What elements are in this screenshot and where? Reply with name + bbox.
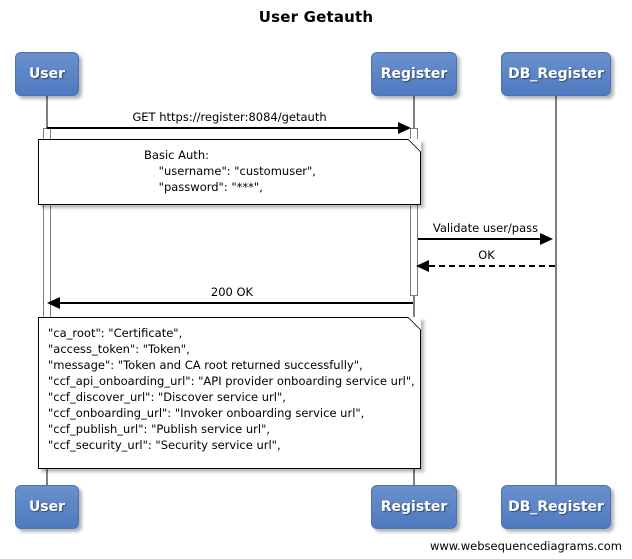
message-line-200-ok: [60, 302, 413, 304]
message-label-ok: OK: [478, 248, 495, 262]
actor-user-bottom-label: User: [28, 499, 66, 515]
note-response-line-3: "message": "Token and CA root returned s…: [48, 358, 363, 372]
arrowhead-left-icon-ok: [416, 260, 429, 272]
note-basic-auth-line-3: "password": "***",: [144, 180, 263, 194]
note-response-line-1: "ca_root": "Certificate",: [48, 326, 183, 340]
note-response-line-4: "ccf_api_onboarding_url": "API provider …: [48, 374, 415, 388]
note-response-line-7: "ccf_publish_url": "Publish service url"…: [48, 422, 271, 436]
message-label-validate-user-pass: Validate user/pass: [432, 221, 539, 235]
note-response-line-6: "ccf_onboarding_url": "Invoker onboardin…: [48, 406, 365, 420]
actor-db-register-bottom-label: DB_Register: [508, 499, 604, 515]
message-label-200-ok: 200 OK: [210, 285, 254, 299]
note-basic-auth-line-2: "username": "customuser",: [144, 164, 316, 178]
message-line-validate-user-pass: [418, 238, 540, 240]
arrowhead-right-icon-get-getauth: [398, 122, 411, 134]
actor-register-top[interactable]: Register: [371, 52, 457, 96]
activation-bar-register: [410, 128, 418, 296]
footer-credit: www.websequencediagrams.com: [429, 539, 622, 553]
actor-db-register-bottom[interactable]: DB_Register: [501, 485, 611, 529]
actor-db-register-top[interactable]: DB_Register: [501, 52, 611, 96]
message-line-ok: [429, 265, 555, 267]
lifeline-db-register: [555, 95, 557, 487]
arrowhead-left-icon-200-ok: [47, 297, 60, 309]
actor-register-top-label: Register: [380, 66, 448, 82]
note-basic-auth: Basic Auth: "username": "customuser", "p…: [38, 139, 421, 205]
note-response-body: "ca_root": "Certificate", "access_token"…: [38, 317, 421, 469]
actor-register-bottom[interactable]: Register: [371, 485, 457, 529]
note-response-line-2: "access_token": "Token",: [48, 342, 190, 356]
page-title: User Getauth: [258, 8, 374, 26]
actor-db-register-top-label: DB_Register: [508, 66, 604, 82]
actor-register-bottom-label: Register: [380, 499, 448, 515]
message-line-get-getauth: [47, 127, 400, 129]
arrowhead-right-icon-validate-user-pass: [540, 233, 553, 245]
actor-user-top[interactable]: User: [15, 52, 79, 96]
note-fold-corner-icon-response: [408, 317, 421, 330]
message-label-get-getauth: GET https://register:8084/getauth: [132, 110, 327, 124]
actor-user-bottom[interactable]: User: [15, 485, 79, 529]
actor-user-top-label: User: [28, 66, 66, 82]
note-fold-corner-icon: [408, 139, 421, 152]
note-response-line-5: "ccf_discover_url": "Discover service ur…: [48, 390, 286, 404]
note-basic-auth-line-1: Basic Auth:: [144, 148, 209, 162]
note-response-line-8: "ccf_security_url": "Security service ur…: [48, 438, 281, 452]
